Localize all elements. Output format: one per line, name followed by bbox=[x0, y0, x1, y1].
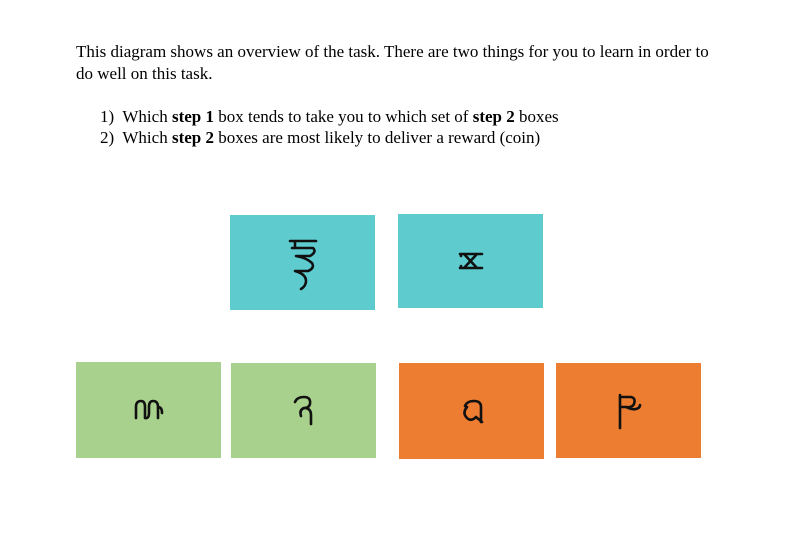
tibetan-symbol-f-icon bbox=[618, 393, 641, 429]
learning-goals-list: 1) Which step 1 box tends to take you to… bbox=[100, 106, 559, 148]
step2-box-1[interactable] bbox=[76, 362, 221, 458]
tibetan-symbol-a-icon bbox=[288, 239, 317, 290]
step1-box-left[interactable] bbox=[230, 215, 375, 310]
goal-number: 1) bbox=[100, 107, 115, 126]
tibetan-symbol-d-icon bbox=[293, 395, 312, 425]
step2-box-4[interactable] bbox=[556, 363, 701, 458]
goal-number: 2) bbox=[100, 128, 115, 147]
intro-text: This diagram shows an overview of the ta… bbox=[76, 42, 709, 83]
step1-box-right[interactable] bbox=[398, 214, 543, 308]
step2-box-3[interactable] bbox=[399, 363, 544, 459]
goal-keyword: step 2 bbox=[171, 128, 214, 147]
learning-goal-2: 2) Which step 2 boxes are most likely to… bbox=[100, 127, 559, 148]
goal-text: boxes are most likely to deliver a rewar… bbox=[213, 128, 541, 147]
goal-keyword: step 1 bbox=[171, 107, 214, 126]
goal-text: Which bbox=[122, 107, 172, 126]
step2-box-2[interactable] bbox=[231, 363, 376, 458]
tibetan-symbol-c-icon bbox=[134, 399, 163, 420]
tibetan-symbol-e-icon bbox=[462, 399, 483, 424]
learning-goal-1: 1) Which step 1 box tends to take you to… bbox=[100, 106, 559, 127]
goal-text: boxes bbox=[514, 107, 559, 126]
goal-text: Which bbox=[122, 128, 172, 147]
goal-keyword: step 2 bbox=[472, 107, 515, 126]
goal-text: box tends to take you to which set of bbox=[213, 107, 473, 126]
tibetan-symbol-b-icon bbox=[458, 252, 483, 270]
